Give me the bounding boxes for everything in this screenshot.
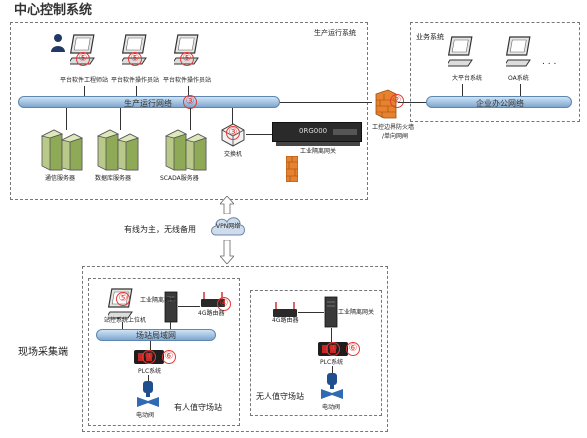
ws2-link [136, 86, 137, 96]
firewall-label-1: 工控边界防火墙 [372, 124, 415, 131]
attended-station-label: 有人值守场站 [174, 403, 222, 412]
unattended-gateway-icon [324, 296, 338, 332]
attended-valve-label: 电动阀 [136, 412, 155, 419]
enterprise-network-bus [426, 96, 572, 108]
production-network-label: 生产运行网络 [124, 99, 172, 108]
business-system-label: 业务系统 [416, 33, 444, 41]
gateway-lan-link [170, 322, 171, 330]
unattended-station-label: 无人值守场站 [256, 392, 304, 401]
unattended-valve-label: 电动阀 [322, 404, 341, 411]
marker-5-station-pc: ⑤ [116, 292, 130, 306]
attended-plc-label: PLC系统 [138, 368, 162, 375]
client-1-label: 大平台系统 [452, 75, 483, 82]
field-collection-box [82, 266, 388, 432]
client-2-link [520, 84, 521, 96]
scada-server-label: SCADA服务器 [160, 175, 199, 182]
diagram-title: 中心控制系统 [14, 3, 93, 18]
switch-gateway-link [246, 134, 272, 135]
gateway-display: 0RG000 [299, 127, 328, 135]
gateway-brick-icon [285, 155, 299, 186]
attended-router-label: 4G路由器 [198, 310, 225, 317]
marker-5-ws3: ⑤ [180, 52, 194, 66]
client-1-icon [445, 36, 476, 72]
gateway-device-base [276, 142, 360, 146]
server-2-link [120, 108, 121, 130]
client-1-link [462, 84, 463, 96]
production-gateway-label: 工业隔离网关 [300, 148, 337, 155]
business-system-box [410, 22, 580, 122]
switch-label: 交换机 [224, 151, 243, 158]
unattended-valve-icon [320, 372, 344, 406]
station-lan-bus [96, 329, 216, 341]
plc-module-a [138, 353, 144, 361]
unattended-station-box [250, 290, 382, 416]
workstation-2-label: 平台软件操作员站 [111, 77, 160, 84]
server-3-link [190, 108, 191, 130]
production-to-firewall-link [280, 102, 372, 103]
industrial-gateway-device: 0RG000 [272, 122, 362, 142]
communication-server-icon [40, 128, 88, 176]
marker-3-switch: ③ [226, 126, 240, 140]
more-clients: . . . [542, 57, 557, 67]
plc-valve-link [148, 375, 149, 383]
firewall-label-2: /单向网闸 [382, 133, 409, 140]
vpn-cloud-icon [208, 213, 248, 245]
unattended-gateway-label: 工业隔离网关 [338, 309, 375, 316]
workstation-1-label: 平台软件工程师站 [60, 77, 109, 84]
marker-2-firewall: ② [390, 94, 404, 108]
gateway-ports [333, 129, 357, 135]
vpn-note: 有线为主，无线备用 [124, 225, 196, 234]
database-server-label: 数据库服务器 [95, 175, 132, 182]
production-system-label: 生产运行系统 [314, 29, 356, 37]
workstation-3-label: 平台软件操作员站 [163, 77, 212, 84]
pc-lan-link [122, 322, 123, 330]
lan-plc-link [150, 341, 151, 351]
station-pc-label: 站控系统上位机 [104, 317, 147, 324]
unattended-router-label: 4G路由器 [272, 317, 299, 324]
server-1-link [66, 108, 67, 130]
ws1-link [84, 86, 85, 96]
unattended-plc-label: PLC系统 [320, 359, 344, 366]
unattended-plc-valve-link [332, 366, 333, 374]
vpn-arrow-down [219, 239, 235, 268]
vpn-arrow-up [219, 195, 235, 218]
vpn-cloud-label: VPN网络 [216, 223, 241, 230]
gateway-router-link [178, 306, 200, 307]
router-gateway-link [298, 312, 324, 313]
marker-3-bus: ③ [183, 95, 197, 109]
attended-gateway-label: 工业隔离网关 [140, 297, 177, 304]
station-lan-label: 场站局域网 [136, 331, 176, 340]
marker-4-attended-plc: ④ [142, 350, 156, 364]
client-2-icon [503, 36, 534, 72]
communication-server-label: 通信服务器 [45, 175, 76, 182]
unattended-router-icon [272, 300, 298, 322]
production-network-bus [18, 96, 280, 108]
database-server-icon [96, 128, 144, 176]
field-collection-label: 现场采集端 [18, 347, 68, 358]
client-2-label: OA系统 [508, 75, 529, 82]
production-system-box [10, 22, 368, 200]
attended-gateway-icon [164, 291, 178, 327]
enterprise-network-label: 企业办公网络 [476, 99, 524, 108]
marker-5-ws2: ⑤ [128, 52, 142, 66]
marker-5-ws1: ⑤ [76, 52, 90, 66]
plc-module-c [322, 345, 328, 353]
attended-valve-icon [136, 380, 160, 414]
scada-server-icon [164, 128, 212, 176]
marker-4-attended-router: ④ [217, 297, 231, 311]
attended-station-box [88, 278, 240, 426]
switch-link [232, 108, 233, 124]
firewall-enterprise-link [398, 102, 426, 103]
marker-4-unattended-plc: ④ [326, 342, 340, 356]
ws3-link [188, 86, 189, 96]
marker-6-unattended-plc: ⑥ [346, 342, 360, 356]
marker-6-attended-plc: ⑥ [162, 350, 176, 364]
engineer-user-icon [50, 33, 66, 57]
gateway-plc-link [331, 328, 332, 342]
